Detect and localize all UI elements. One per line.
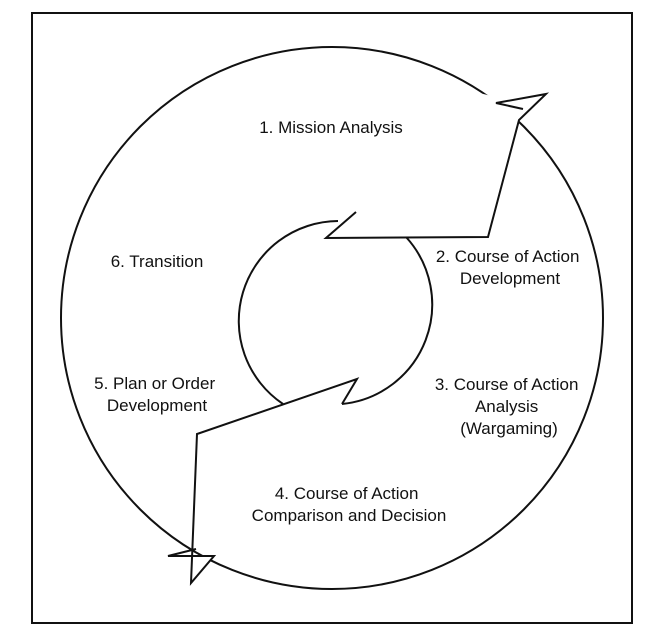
step-3-label: 3. Course of Action Analysis (Wargaming) xyxy=(435,375,583,438)
step-6-label: 6. Transition xyxy=(111,252,204,271)
step-5-line-2: Development xyxy=(107,396,207,415)
step-5-label: 5. Plan or Order Development xyxy=(94,374,220,415)
step-1-label: 1. Mission Analysis xyxy=(259,118,403,137)
step-2-line-1: 2. Course of Action xyxy=(436,247,580,266)
lower-arrow-outline xyxy=(167,377,360,586)
lower-arrow-shape xyxy=(168,379,357,583)
upper-arrow-outline xyxy=(323,92,550,240)
inner-loop-outline-left xyxy=(237,220,339,405)
step-5-line-1: 5. Plan or Order xyxy=(94,374,215,393)
step-6-line-1: 6. Transition xyxy=(111,252,204,271)
inner-loop xyxy=(238,221,449,425)
step-1-line-1: 1. Mission Analysis xyxy=(259,118,403,137)
step-3-line-1: 3. Course of Action xyxy=(435,375,579,394)
step-4-line-2: Comparison and Decision xyxy=(252,506,447,525)
step-2-label: 2. Course of Action Development xyxy=(436,247,584,288)
step-3-line-3: (Wargaming) xyxy=(460,419,558,438)
diagram-frame xyxy=(31,12,633,624)
step-3-line-2: Analysis xyxy=(475,397,538,416)
step-4-label: 4. Course of Action Comparison and Decis… xyxy=(252,484,447,525)
inner-loop-outline-right xyxy=(341,236,434,405)
upper-arrow-shape xyxy=(326,89,546,238)
step-2-line-2: Development xyxy=(460,269,560,288)
step-4-line-1: 4. Course of Action xyxy=(275,484,419,503)
